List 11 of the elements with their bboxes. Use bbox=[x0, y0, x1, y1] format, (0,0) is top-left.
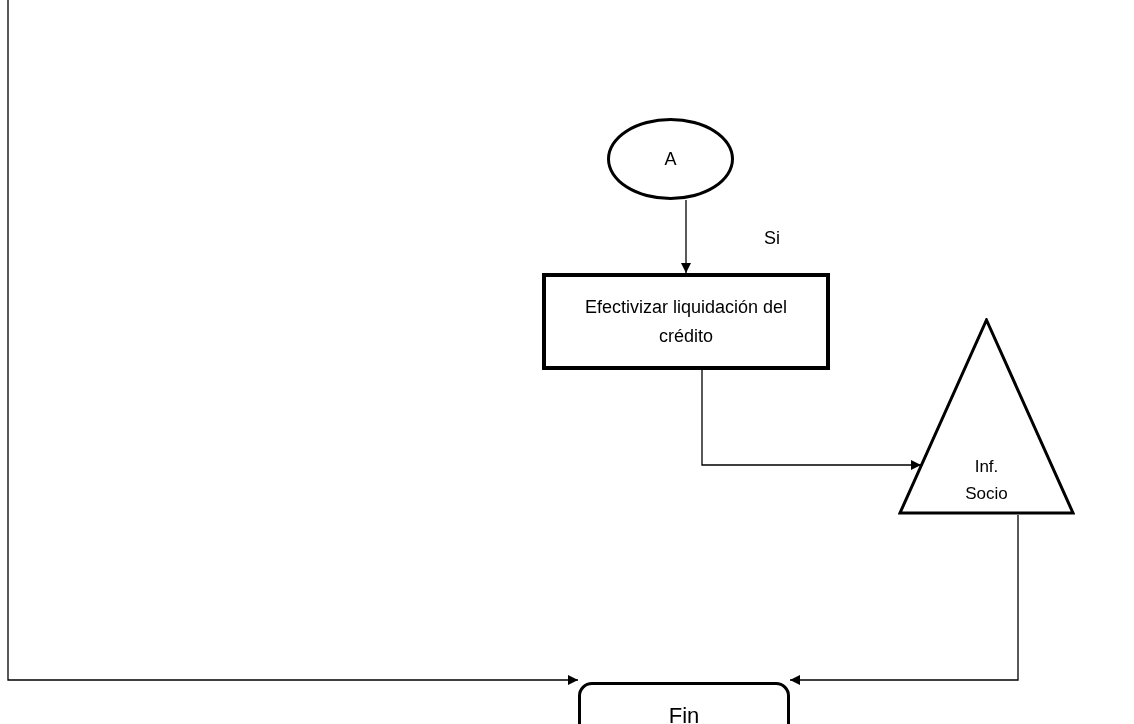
node-text: Efectivizar liquidación del crédito bbox=[583, 295, 789, 348]
arrow bbox=[7, 0, 579, 685]
arrow bbox=[701, 369, 922, 470]
node-text: Fin bbox=[668, 702, 700, 724]
file-triangle bbox=[898, 318, 1075, 515]
arrow bbox=[681, 199, 691, 274]
process-box bbox=[542, 273, 830, 370]
node-text: A bbox=[664, 147, 677, 171]
node-text: Inf. Socio bbox=[964, 455, 1009, 505]
arrow bbox=[789, 514, 1019, 685]
connector-ellipse bbox=[607, 118, 734, 200]
